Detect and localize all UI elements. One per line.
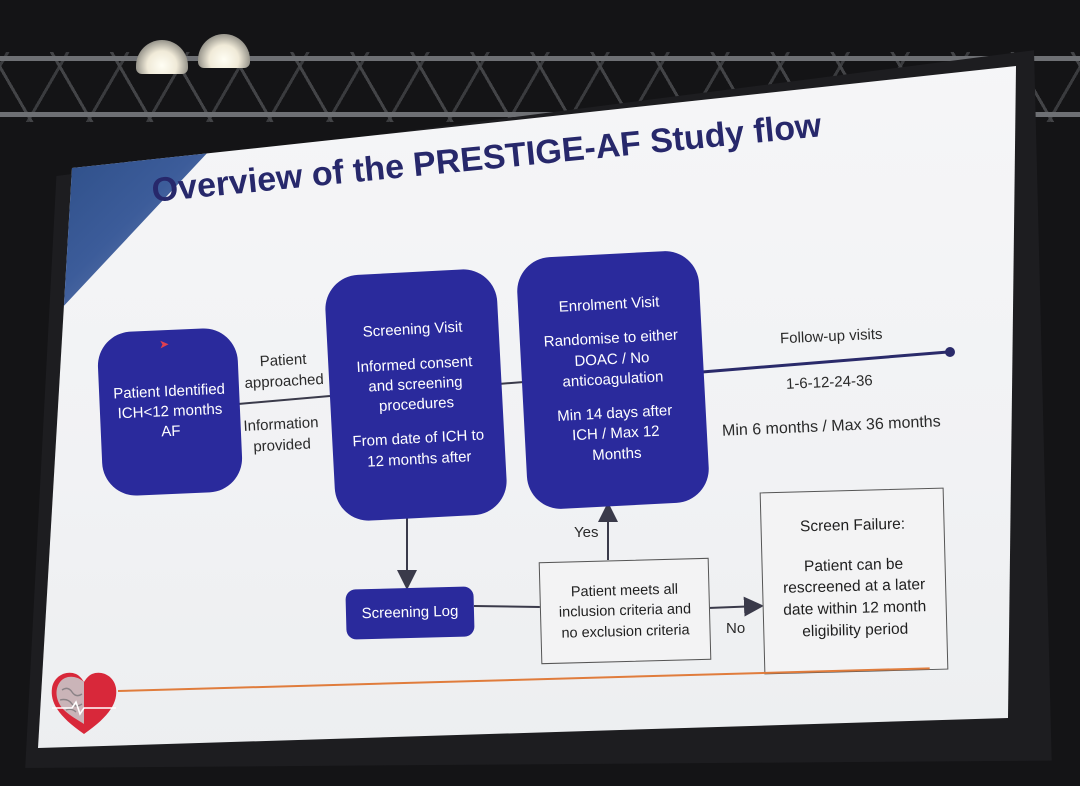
node-screening-visit: Screening Visit Informed consent and scr…	[323, 267, 509, 523]
screening-visit-title: Screening Visit	[362, 318, 463, 341]
screening-line-5: 12 months after	[366, 447, 472, 471]
patient-line-3: AF	[160, 422, 181, 441]
edge-criteria-to-failure	[707, 596, 764, 617]
edge-patient-to-screening	[237, 395, 331, 405]
edge-followup-timeline	[701, 350, 949, 374]
cursor-icon: ➤	[158, 336, 170, 352]
node-screen-failure: Screen Failure: Patient can be rescreene…	[759, 487, 949, 675]
label-follow-up-schedule: 1-6-12-24-36	[785, 372, 874, 393]
patient-line-2: ICH<12 months	[117, 400, 223, 423]
node-screening-log: Screening Log	[345, 586, 475, 640]
label-information-line-2: provided	[252, 435, 312, 456]
stage-light	[136, 40, 188, 74]
stage-light	[198, 34, 250, 68]
enrolment-line-3: anticoagulation	[562, 368, 664, 391]
edge-log-to-criteria	[473, 605, 541, 608]
label-follow-up-visits: Follow-up visits	[779, 325, 883, 348]
node-patient-identified: ➤ Patient Identified ICH<12 months AF	[96, 327, 244, 497]
enrolment-line-5: ICH / Max 12	[571, 423, 660, 445]
followup-end-dot	[945, 347, 955, 357]
label-no: No	[726, 620, 746, 637]
label-information-provided: Information provided	[243, 412, 320, 458]
criteria-line-3: no exclusion criteria	[561, 621, 690, 642]
edge-screening-to-enrolment	[497, 381, 525, 385]
node-enrolment-visit: Enrolment Visit Randomise to either DOAC…	[515, 249, 711, 511]
brain-heart-icon	[51, 672, 117, 734]
label-yes: Yes	[574, 524, 599, 541]
node-inclusion-criteria: Patient meets all inclusion criteria and…	[538, 557, 712, 665]
enrolment-line-6: Months	[591, 444, 642, 464]
screening-log-label: Screening Log	[361, 602, 459, 623]
screening-line-3: procedures	[378, 394, 455, 415]
truss-bar-top	[0, 56, 1080, 61]
enrolment-visit-title: Enrolment Visit	[558, 293, 660, 316]
label-patient-approached-line-2: approached	[244, 370, 325, 393]
label-patient-approached: Patient approached	[243, 348, 324, 394]
